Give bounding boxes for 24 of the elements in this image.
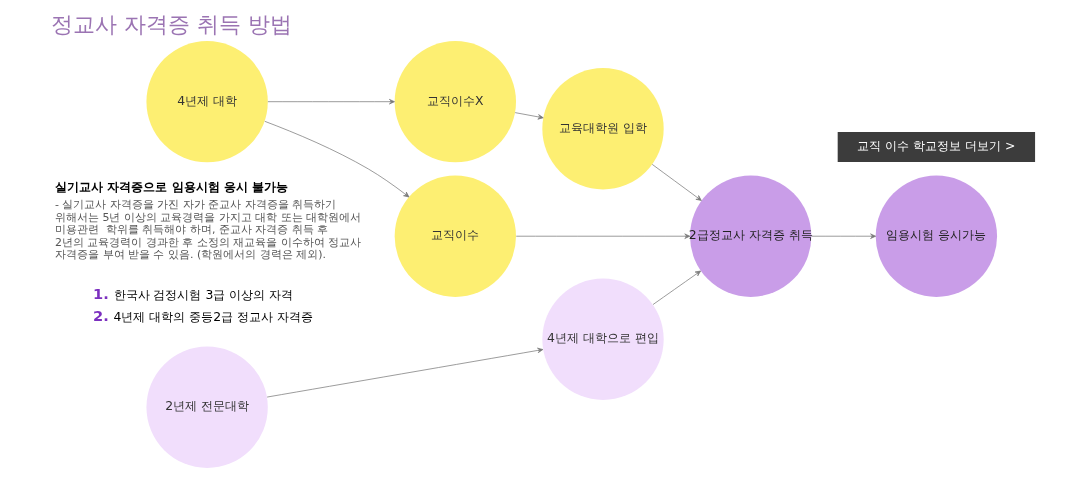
label: 2. [92, 307, 109, 325]
label: 실기교사 자격증으로 임용시험 응시 불가능 [54, 178, 288, 194]
arrow [810, 233, 876, 239]
label: - 실기교사 자격증을 가진 자가 준교사 자격증을 취득하기 위해서는 5년 이상의 교육경력을 가지고 대학 또는 대학원에서 미용관련 학위를 취득해야 하며, 준교사 자격증 취득 후 2년의 교육경력이 경과한 후 소정의 재교육을 이수하여 정교사 자격증을 부여 받을 수 있음. (학원에서의 경력은 제외). [54, 198, 361, 262]
diagram-title: 정교사 자격증 취득 방법 [50, 11, 292, 37]
arrow [515, 233, 690, 239]
node-box: 교직 이수 학교정보 더보기 > [837, 132, 1035, 162]
node-circle: 임용시험 응시가능 [875, 175, 997, 297]
node-circle: 교직이수 [394, 175, 516, 297]
arrow [652, 270, 701, 305]
arrow [267, 99, 395, 105]
label: 1. [92, 285, 109, 303]
arrow [263, 120, 409, 198]
node-circle: 2년제 전문대학 [145, 346, 268, 468]
arrow [514, 112, 544, 120]
label: 4년제 대학의 중등2급 정교사 자격증 [113, 309, 313, 325]
arrow [266, 347, 543, 398]
node-circle: 교직이수X [394, 41, 516, 163]
node-circle: 2급정교사 자격증 취득 [689, 175, 811, 297]
label: 한국사 검정시험 3급 이상의 자격 [113, 287, 293, 303]
arrow [651, 164, 702, 201]
node-circle: 교육대학원 입학 [541, 68, 664, 190]
node-circle: 4년제 대학 [145, 41, 268, 163]
node-circle: 4년제 대학으로 편입 [541, 278, 664, 400]
